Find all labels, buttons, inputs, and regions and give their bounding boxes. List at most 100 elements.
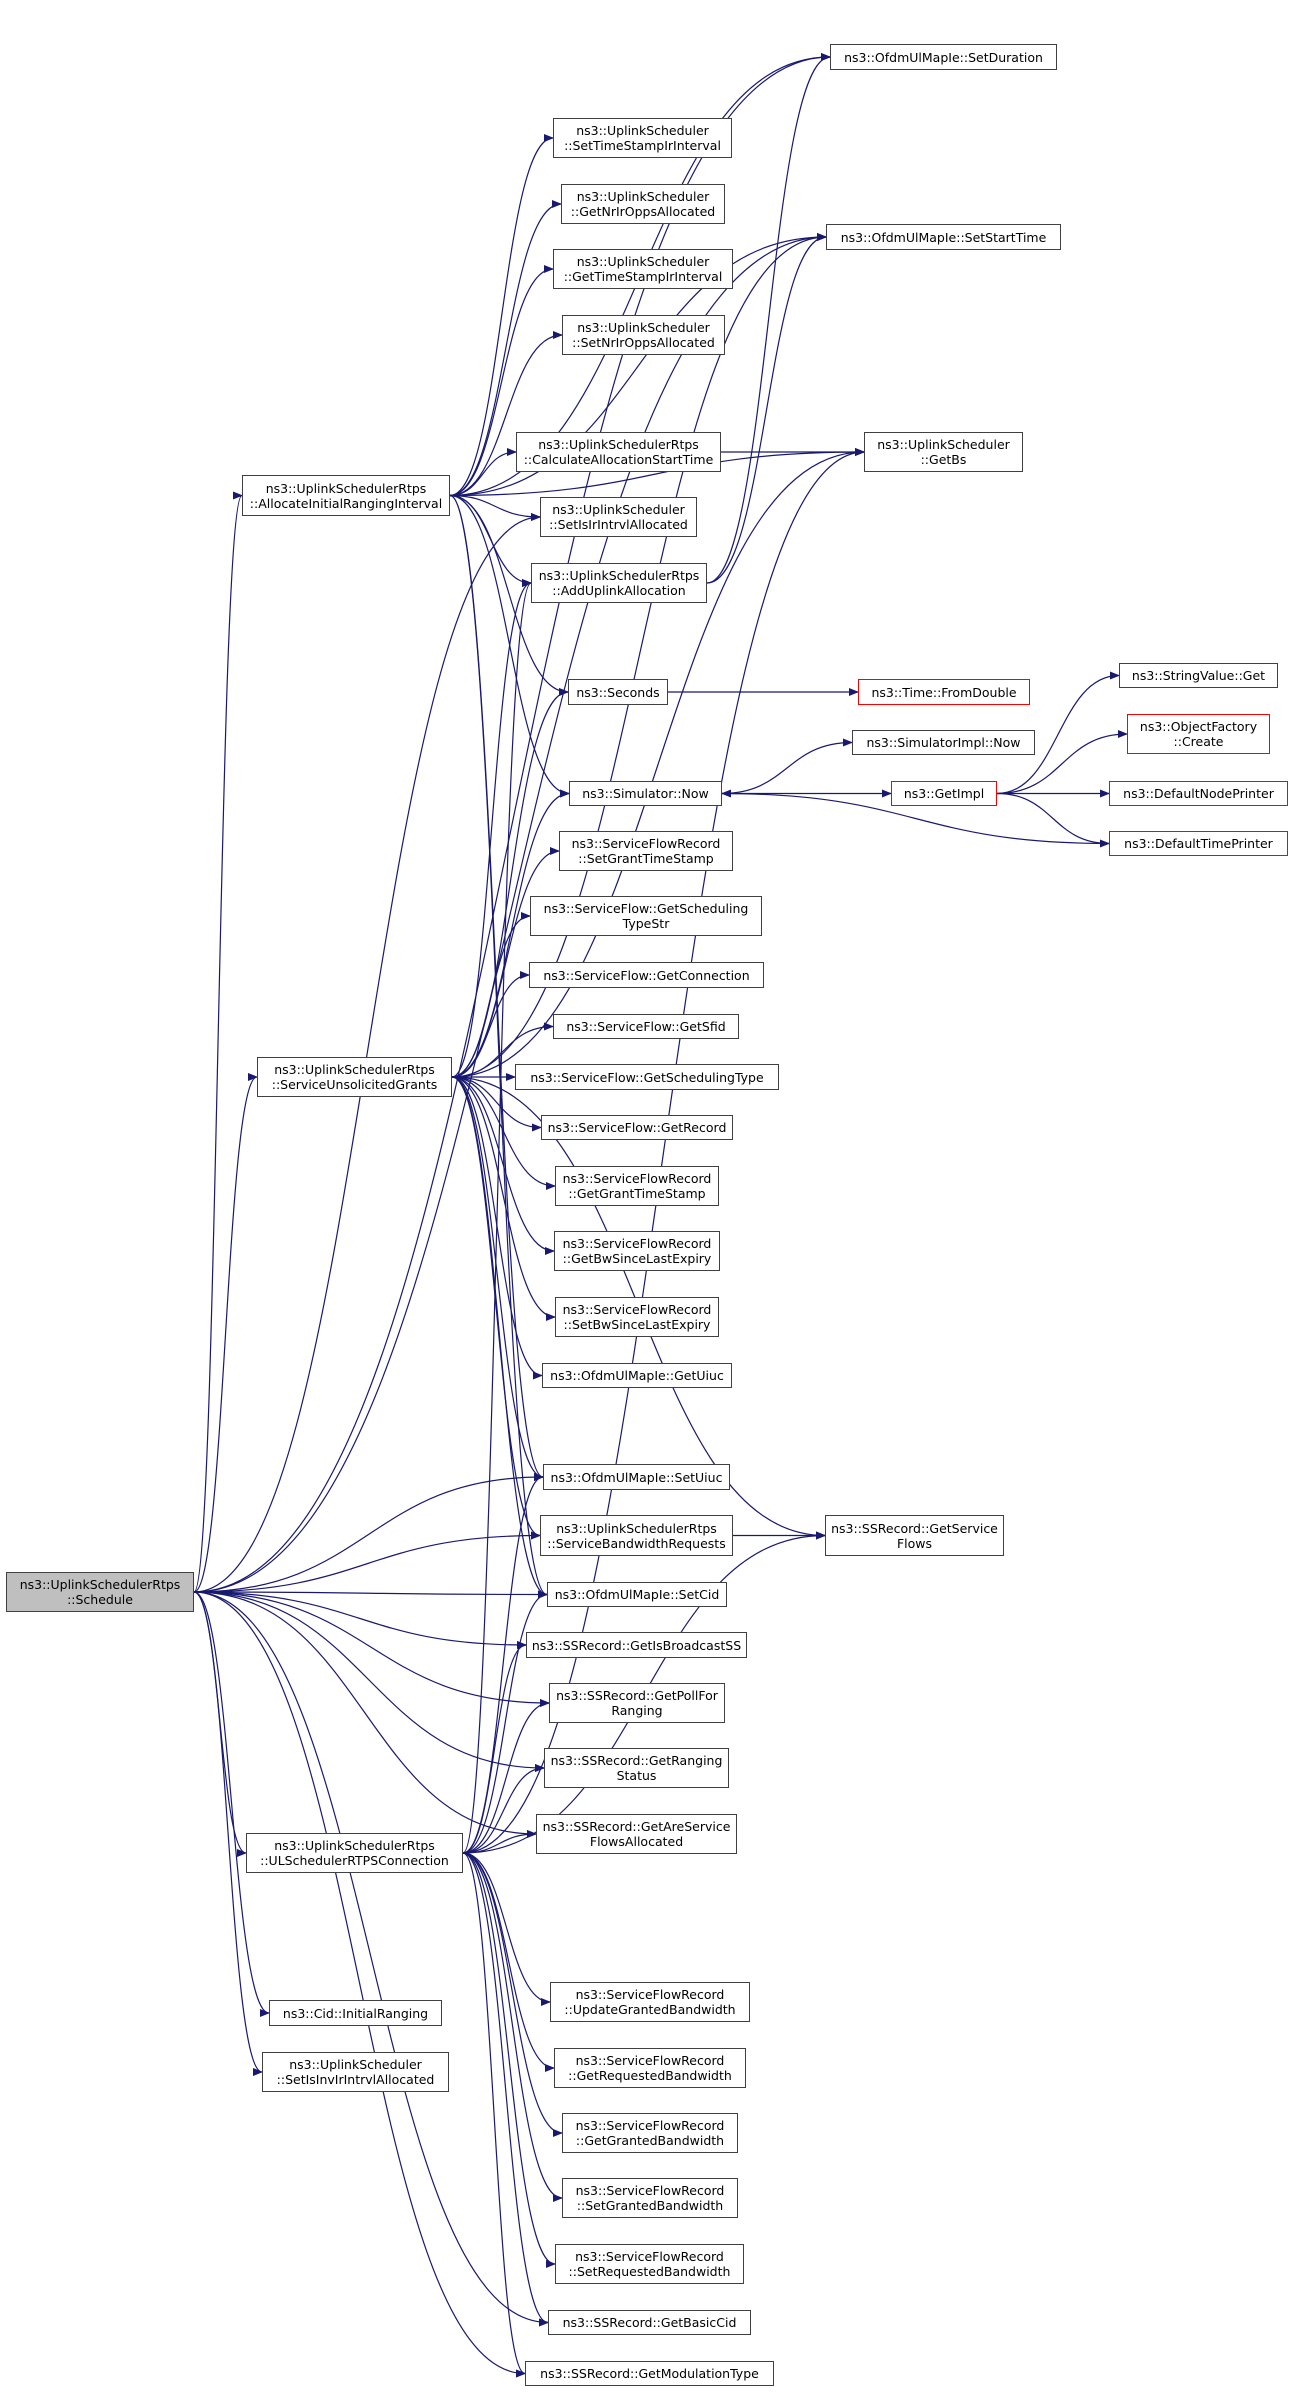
node-label-line: Status [616,1768,657,1783]
node-simImplNow[interactable]: ns3::SimulatorImpl::Now [852,730,1035,755]
node-label-line: ns3::ServiceFlowRecord [562,1236,712,1251]
node-label-line: ns3::ServiceFlow::GetConnection [543,967,750,983]
node-label-line: ns3::UplinkSchedulerRtps [538,437,699,452]
call-edge-getImpl-to-defTimePrinter [996,792,1110,848]
node-getNrIr[interactable]: ns3::UplinkScheduler::GetNrIrOppsAllocat… [561,184,725,224]
call-edge-sug-to-sbr [451,1076,541,1540]
node-defTimePrinter[interactable]: ns3::DefaultTimePrinter [1109,831,1288,856]
call-edge-sug-to-getConn [451,971,530,1078]
node-label-line: ns3::UplinkScheduler [289,2057,422,2072]
node-getTsIr[interactable]: ns3::UplinkScheduler::GetTimeStampIrInte… [553,249,733,289]
node-updGranted[interactable]: ns3::ServiceFlowRecord::UpdateGrantedBan… [550,1982,750,2022]
node-getSchedType[interactable]: ns3::ServiceFlow::GetSchedulingType [515,1064,779,1090]
node-setDuration[interactable]: ns3::OfdmUlMapIe::SetDuration [830,44,1057,70]
call-edge-ulrtps-to-setReqBw [462,1852,556,2268]
call-edge-schedule-to-getAreSf [193,1591,537,1838]
node-label-line: ns3::UplinkSchedulerRtps [265,480,427,496]
call-edge-getImpl-to-stringGet [996,671,1120,795]
node-label-line: ns3::ServiceFlowRecord [575,2183,725,2198]
node-setBwSince[interactable]: ns3::ServiceFlowRecord::SetBwSinceLastEx… [555,1297,719,1337]
call-edge-schedule-to-setIsIr [193,513,541,1593]
node-getSfid[interactable]: ns3::ServiceFlow::GetSfid [553,1014,739,1039]
node-calcStart[interactable]: ns3::UplinkSchedulerRtps::CalculateAlloc… [516,432,721,472]
node-label-line: ::GetRequestedBandwidth [568,2068,732,2083]
node-label-line: ns3::OfdmUlMapIe::SetDuration [844,49,1043,65]
node-getGrantedBw[interactable]: ns3::ServiceFlowRecord::GetGrantedBandwi… [562,2113,738,2153]
node-allocIR[interactable]: ns3::UplinkSchedulerRtps::AllocateInitia… [242,475,450,516]
node-getBwSince[interactable]: ns3::ServiceFlowRecord::GetBwSinceLastEx… [554,1231,720,1271]
node-label-line: ns3::UplinkScheduler [576,254,710,269]
call-edge-addUl-to-setDuration [706,53,831,584]
node-addUl[interactable]: ns3::UplinkSchedulerRtps::AddUplinkAlloc… [531,563,707,603]
node-getBs[interactable]: ns3::UplinkScheduler::GetBs [864,432,1023,472]
node-label-line: ::SetTimeStampIrInterval [564,138,721,153]
node-getModType[interactable]: ns3::SSRecord::GetModulationType [525,2361,774,2386]
node-getUiuc[interactable]: ns3::OfdmUlMapIe::GetUiuc [542,1363,732,1388]
call-edge-ulrtps-to-setUiuc [462,1473,544,1854]
node-fromDouble[interactable]: ns3::Time::FromDouble [858,679,1030,705]
node-label-line: ns3::Time::FromDouble [871,684,1017,700]
node-label-line: ns3::ServiceFlow::GetSchedulingType [530,1069,764,1085]
node-label-line: ::UpdateGrantedBandwidth [564,2002,736,2017]
node-getIsBcast[interactable]: ns3::SSRecord::GetIsBroadcastSS [526,1632,747,1658]
node-label-line: ns3::DefaultNodePrinter [1123,786,1274,801]
node-label-line: ns3::SSRecord::GetRanging [550,1753,723,1768]
node-label-line: ns3::ServiceFlow::GetSfid [566,1019,726,1034]
node-sbr[interactable]: ns3::UplinkSchedulerRtps::ServiceBandwid… [540,1515,733,1556]
call-edge-ulrtps-to-getBasicCid [462,1852,549,2327]
node-label-line: ::AllocateInitialRangingInterval [249,495,443,511]
node-setGrantedBw[interactable]: ns3::ServiceFlowRecord::SetGrantedBandwi… [562,2178,738,2218]
node-getGrantTs[interactable]: ns3::ServiceFlowRecord::GetGrantTimeStam… [555,1166,719,1206]
node-label-line: ns3::SSRecord::GetPollFor [556,1688,718,1703]
node-label-line: ::SetNrIrOppsAllocated [572,335,715,350]
node-label-line: ns3::OfdmUlMapIe::SetUiuc [550,1469,723,1485]
call-edge-sug-to-getRecord [451,1076,542,1132]
node-label-line: ::GetGrantTimeStamp [568,1186,706,1201]
call-edge-ulrtps-to-setGrantedBw [462,1852,563,2202]
node-getImpl[interactable]: ns3::GetImpl [891,781,997,806]
node-setStartTime[interactable]: ns3::OfdmUlMapIe::SetStartTime [826,224,1061,250]
node-getBasicCid[interactable]: ns3::SSRecord::GetBasicCid [548,2310,751,2335]
call-edge-allocIR-to-setIsIr [449,494,541,521]
node-simNow[interactable]: ns3::Simulator::Now [569,781,722,806]
node-setGrantTs[interactable]: ns3::ServiceFlowRecord::SetGrantTimeStam… [559,831,733,871]
node-setInvIr[interactable]: ns3::UplinkScheduler::SetIsInvIrIntrvlAl… [262,2052,449,2092]
node-label-line: ns3::ServiceFlowRecord [575,2053,725,2068]
node-defNodePrinter[interactable]: ns3::DefaultNodePrinter [1109,781,1288,806]
call-edge-schedule-to-setUiuc [193,1473,544,1593]
node-label-line: ns3::SSRecord::GetBasicCid [562,2315,737,2330]
node-getRecord[interactable]: ns3::ServiceFlow::GetRecord [541,1115,733,1140]
node-label-line: ::SetIsInvIrIntrvlAllocated [276,2072,435,2087]
node-initRanging[interactable]: ns3::Cid::InitialRanging [269,2000,442,2026]
node-ulrtps[interactable]: ns3::UplinkSchedulerRtps::ULSchedulerRTP… [246,1833,463,1873]
call-edge-schedule-to-setDuration [193,53,831,1593]
call-edge-sug-to-getBwSince [451,1076,555,1255]
node-setNrIr[interactable]: ns3::UplinkScheduler::SetNrIrOppsAllocat… [562,315,725,355]
node-objCreate[interactable]: ns3::ObjectFactory::Create [1127,714,1270,754]
call-edge-ulrtps-to-getGrantedBw [462,1852,563,2137]
node-label-line: ns3::ServiceFlowRecord [571,836,721,851]
node-seconds[interactable]: ns3::Seconds [568,679,668,705]
node-getReqBw[interactable]: ns3::ServiceFlowRecord::GetRequestedBand… [554,2048,746,2088]
node-setReqBw[interactable]: ns3::ServiceFlowRecord::SetRequestedBand… [555,2244,744,2284]
call-edge-schedule-to-getIsBcast [193,1591,527,1649]
node-setIsIr[interactable]: ns3::UplinkScheduler::SetIsIrIntrvlAlloc… [540,497,697,537]
node-label-line: ::CalculateAllocationStartTime [523,452,714,467]
node-setTsIr[interactable]: ns3::UplinkScheduler::SetTimeStampIrInte… [553,118,732,158]
node-label-line: ns3::OfdmUlMapIe::GetUiuc [550,1368,724,1383]
node-setUiuc[interactable]: ns3::OfdmUlMapIe::SetUiuc [543,1464,730,1490]
node-label-line: ::ServiceBandwidthRequests [547,1535,726,1551]
node-stringGet[interactable]: ns3::StringValue::Get [1119,663,1278,688]
call-edge-ulrtps-to-getBs [462,448,865,1854]
node-getConn[interactable]: ns3::ServiceFlow::GetConnection [529,962,764,988]
node-sug[interactable]: ns3::UplinkSchedulerRtps::ServiceUnsolic… [257,1057,452,1097]
node-setCid[interactable]: ns3::OfdmUlMapIe::SetCid [547,1582,727,1607]
call-edge-allocIR-to-getTsIr [449,265,554,497]
node-label-line: ::GetTimeStampIrInterval [563,269,723,284]
node-label-line: ::SetGrantedBandwidth [576,2198,724,2213]
